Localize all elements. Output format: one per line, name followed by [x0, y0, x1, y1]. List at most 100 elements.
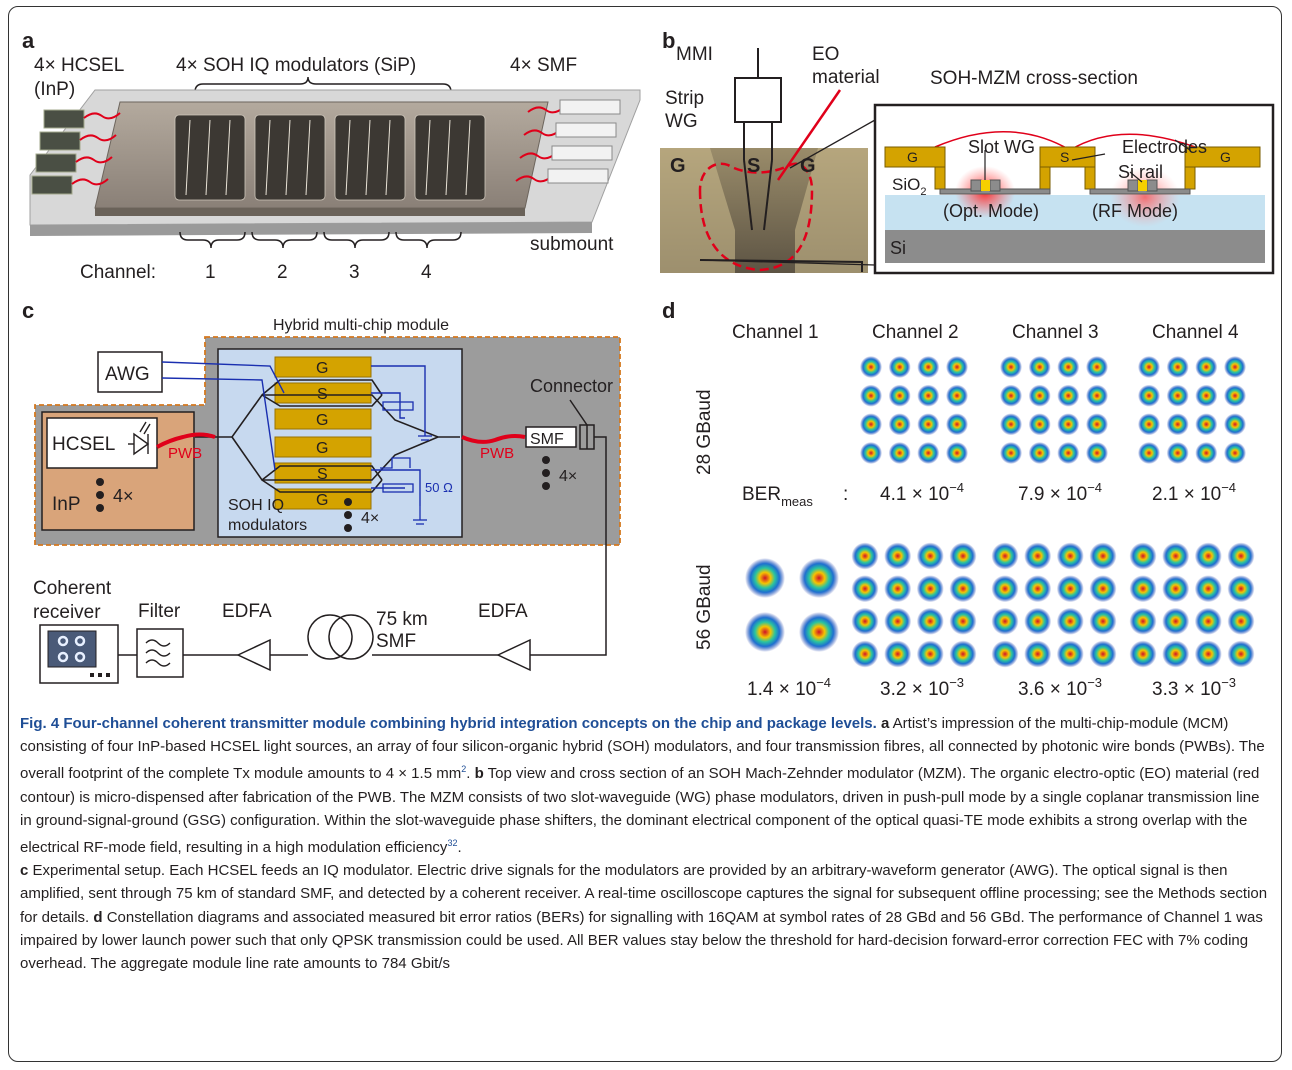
channel-header-2: Channel 2	[872, 322, 959, 343]
constellation-point	[1166, 384, 1189, 407]
hcsel-chips	[31, 109, 85, 195]
channel-braces	[179, 231, 462, 249]
constellation-point	[1057, 413, 1080, 436]
mod-count: 4×	[361, 510, 379, 527]
constellation-point	[1224, 384, 1246, 407]
constellation-point	[745, 612, 785, 652]
constellation-point	[1000, 384, 1022, 407]
resistor-value: 50 Ω	[425, 480, 453, 495]
rx-buttons	[90, 673, 110, 677]
iq-waveguides	[195, 379, 460, 493]
awg-label: AWG	[105, 364, 150, 385]
constellation-point	[1057, 442, 1080, 464]
photo-s: S	[747, 155, 760, 177]
constellation-point	[946, 413, 968, 436]
smf-fibres	[547, 99, 621, 184]
fiber-spool-icon	[307, 614, 374, 660]
constellation-point	[1162, 542, 1190, 570]
constellation-point	[1086, 356, 1108, 378]
panel-c: c Hybrid multi-chip module AWG HCSEL InP…	[22, 298, 621, 684]
si-rail-label: Si rail	[1118, 162, 1163, 182]
zoom-line-bottom	[699, 259, 876, 266]
constellation-point	[946, 356, 968, 378]
ground-symbols	[413, 435, 432, 525]
opt-mode-label: (Opt. Mode)	[943, 201, 1039, 221]
photo-ground-left	[660, 148, 735, 273]
gsg-label-6: G	[316, 492, 328, 509]
constellation-point	[851, 607, 879, 635]
ber-56-ch2: 3.2 × 10−3	[880, 675, 964, 700]
caption-a-text: Artist’s impression of the multi-chip-mo…	[20, 715, 1265, 783]
mod-dots	[344, 498, 352, 532]
ber-label: BERmeas	[742, 484, 813, 509]
caption-b-label: b	[474, 765, 484, 783]
constellation-point	[991, 542, 1019, 570]
strip-wg-label: WG	[665, 111, 698, 132]
modulator-lines	[185, 119, 471, 196]
photo-ground-right	[795, 148, 868, 273]
smf-count: 4×	[559, 468, 577, 485]
strip-label: Strip	[665, 88, 704, 109]
module-title: Hybrid multi-chip module	[273, 317, 449, 334]
constellation-point	[1028, 384, 1051, 407]
edfa-right-icon	[496, 638, 531, 672]
constellation-point	[917, 356, 940, 378]
constellation-point	[1056, 575, 1084, 603]
constellation-point	[888, 356, 911, 378]
section-cut	[699, 259, 863, 272]
caption-c-text: Experimental setup. Each HCSEL feeds an …	[20, 862, 1268, 926]
constellation-point	[917, 384, 940, 407]
constellation-point	[917, 442, 940, 464]
connector-icon	[498, 399, 607, 656]
mmi-label: MMI	[676, 44, 713, 65]
constellation-point	[1024, 607, 1052, 635]
constellation-point	[1024, 542, 1052, 570]
constellation-point	[949, 607, 977, 635]
constellation-point	[949, 575, 977, 603]
constellation-point	[1086, 413, 1108, 436]
constellation-point	[860, 442, 882, 464]
panel-a: a 4× HCSEL (InP) 4× SOH IQ modulators (S…	[22, 28, 641, 283]
submount-label: submount	[530, 234, 614, 255]
gsg-label-1: G	[316, 360, 328, 377]
soh-modulators-label: 4× SOH IQ modulators (SiP)	[176, 55, 416, 76]
slot-opt	[981, 180, 990, 191]
constellation-point	[946, 442, 968, 464]
figure-caption: Fig. 4 Four-channel coherent transmitter…	[20, 712, 1272, 975]
constellation-point	[1195, 413, 1218, 436]
slot-wg-label: Slot WG	[968, 137, 1035, 157]
inp-count: 4×	[113, 486, 134, 506]
constellation-point	[884, 640, 912, 668]
inp-label: InP	[52, 494, 81, 515]
constellation-point	[1166, 442, 1189, 464]
constellation-point	[888, 442, 911, 464]
panel-d: d Channel 1 Channel 2 Channel 3 Channel …	[662, 298, 1255, 700]
constellation-point	[1195, 384, 1218, 407]
hcsel-label: 4× HCSEL	[34, 55, 124, 76]
constellation-point	[860, 384, 882, 407]
constellation-point	[1162, 575, 1190, 603]
constellation-point	[1194, 542, 1222, 570]
cs-electrode-s: S	[1060, 149, 1069, 165]
constellation-point	[1129, 575, 1157, 603]
ber-28-ch3: 7.9 × 10−4	[1018, 480, 1102, 505]
constellation-point	[1056, 542, 1084, 570]
constellation-point	[1000, 442, 1022, 464]
gsg-label-4: G	[316, 440, 328, 457]
constellation-point	[884, 607, 912, 635]
fiber-length-label: 75 km	[376, 609, 428, 630]
caption-a-end: .	[466, 765, 471, 783]
laser-diode-icon	[128, 421, 151, 456]
channel-header-3: Channel 3	[1012, 322, 1099, 343]
pwb-label-right: PWB	[480, 445, 514, 462]
si-label: Si	[890, 238, 906, 258]
ber-colon: :	[843, 484, 848, 505]
submount-edge	[30, 222, 592, 236]
rate-28-label: 28 GBaud	[694, 389, 715, 475]
constellation-point	[1138, 413, 1160, 436]
constellation-point	[1086, 442, 1108, 464]
constellation-point	[888, 384, 911, 407]
channel-number-2: 2	[277, 262, 288, 283]
constellation-point	[1227, 640, 1255, 668]
constellation-point	[1089, 607, 1117, 635]
